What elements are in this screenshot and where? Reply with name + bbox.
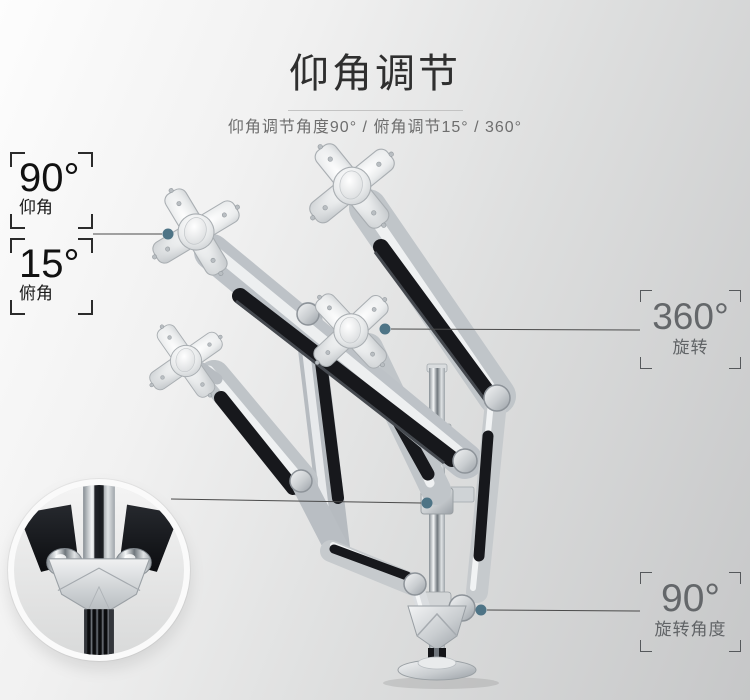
corner-bracket xyxy=(10,238,25,253)
arm-lower-left xyxy=(198,360,431,617)
joint-detail-magnifier xyxy=(8,479,190,661)
corner-bracket xyxy=(729,572,741,584)
page-subtitle: 仰角调节角度90° / 俯角调节15° / 360° xyxy=(227,119,523,136)
vesa-plate-upper-right xyxy=(303,137,401,235)
header: 仰角调节 仰角调节角度90° / 俯角调节15° / 360° xyxy=(0,0,750,138)
desk-clamp-base xyxy=(397,605,477,681)
callout-depression-value: 15° xyxy=(19,242,80,286)
corner-bracket xyxy=(10,214,25,229)
detail-cable-bundle xyxy=(84,609,114,655)
page-title: 仰角调节 xyxy=(289,52,461,96)
callout-rotation: 360° 旋转 xyxy=(640,290,741,369)
callout-rotation-value: 360° xyxy=(652,296,729,337)
corner-bracket xyxy=(729,290,741,302)
corner-bracket xyxy=(729,357,741,369)
corner-bracket xyxy=(729,640,741,652)
callout-rotation-angle: 90° 旋转角度 xyxy=(640,572,741,652)
corner-bracket xyxy=(10,300,25,315)
corner-bracket xyxy=(640,357,652,369)
callout-depression-label: 俯角 xyxy=(19,284,53,303)
corner-bracket xyxy=(78,152,93,167)
callout-elevation-value: 90° xyxy=(19,156,80,200)
corner-bracket xyxy=(10,152,25,167)
joint-detail-illustration xyxy=(14,485,184,655)
corner-bracket xyxy=(640,640,652,652)
corner-bracket xyxy=(78,238,93,253)
arm-upper-right xyxy=(349,189,516,603)
corner-bracket xyxy=(640,572,652,584)
corner-bracket xyxy=(78,300,93,315)
callout-rotation-angle-label: 旋转角度 xyxy=(654,620,727,639)
callout-rotation-label: 旋转 xyxy=(672,338,709,357)
corner-bracket xyxy=(640,290,652,302)
callout-elevation: 90° 仰角 xyxy=(10,152,93,229)
corner-bracket xyxy=(78,214,93,229)
callout-elevation-label: 仰角 xyxy=(19,198,53,217)
callout-rotation-angle-value: 90° xyxy=(661,577,720,620)
base-shadow xyxy=(383,677,499,689)
callout-depression: 15° 俯角 xyxy=(10,238,93,315)
title-divider xyxy=(288,110,463,111)
